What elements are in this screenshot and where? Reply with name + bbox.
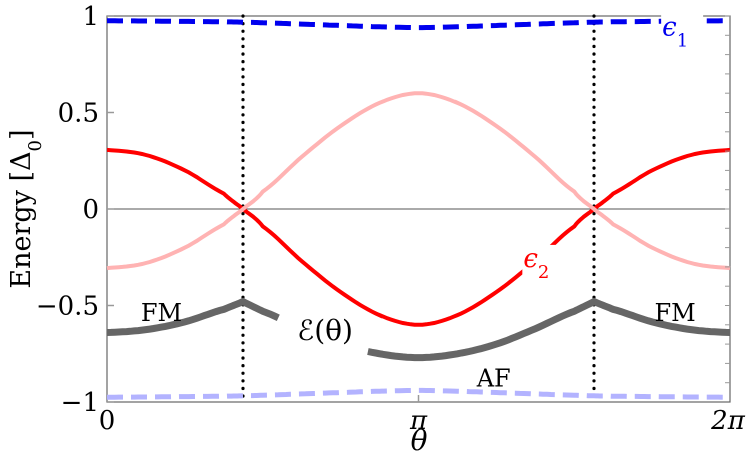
label-background: [522, 244, 565, 279]
x-tick-label: 2π: [710, 406, 746, 436]
series-lines: [106, 18, 731, 400]
plot-frame: [106, 15, 731, 403]
ylabel-close: ]: [6, 129, 37, 140]
y-axis-label: Energy [Δ0]: [6, 129, 46, 288]
series-line: [106, 297, 280, 336]
series-annotation: AF: [476, 365, 511, 393]
y-tick-label: −0.5: [36, 292, 99, 322]
label-background: [661, 13, 704, 48]
series-line: [106, 91, 731, 271]
series-line: [107, 18, 730, 31]
series-annotation: FM: [655, 299, 696, 327]
ylabel-sub: 0: [25, 140, 46, 151]
series-annotation: ℰ(θ): [297, 314, 353, 347]
x-axis-label: θ: [411, 424, 428, 457]
x-tick-label: 0: [99, 406, 116, 436]
ylabel-main: Energy [Δ: [6, 151, 37, 288]
series-annotation: FM: [141, 299, 182, 327]
y-tick-label: −1: [61, 388, 99, 418]
series-line: [107, 387, 730, 400]
series-line: [106, 147, 731, 327]
y-tick-label: 1: [82, 2, 99, 32]
x-tick-label: π: [409, 406, 428, 436]
series-line: [367, 297, 731, 362]
y-tick-label: 0.5: [58, 99, 99, 129]
svg-text:Energy [Δ0]: Energy [Δ0]: [6, 129, 46, 288]
y-tick-label: 0: [82, 195, 99, 225]
